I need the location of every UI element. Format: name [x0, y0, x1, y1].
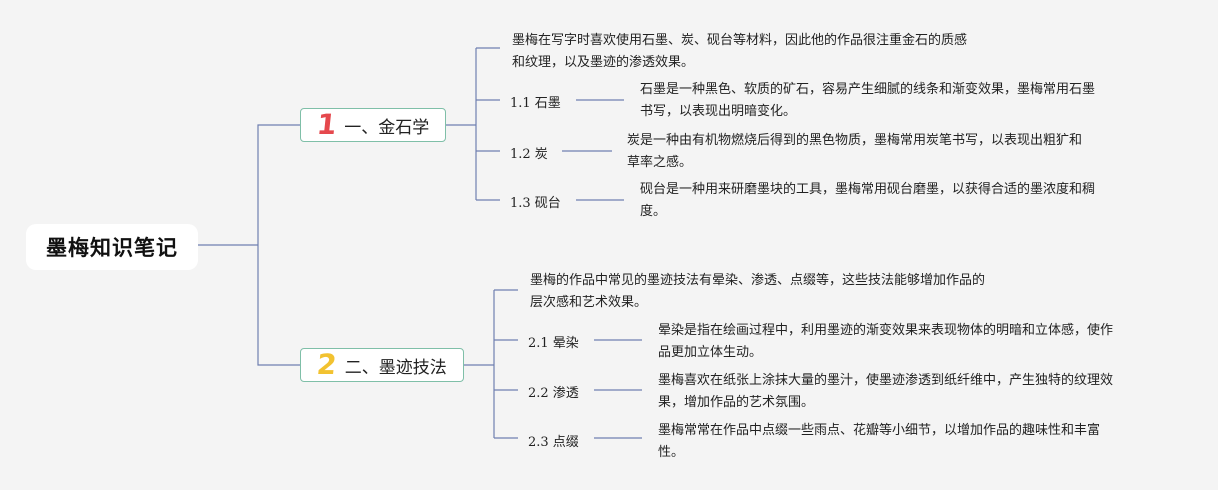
branch-1-item-1-desc-line-1: 石墨是一种黑色、软质的矿石，容易产生细腻的线条和渐变效果，墨梅常用石墨: [640, 82, 1096, 97]
branch-2-intro-line-1: 墨梅的作品中常见的墨迹技法有晕染、渗透、点缀等，这些技法能够增加作品的: [530, 273, 986, 288]
branch-1-item-2-desc-line-1: 炭是一种由有机物燃烧后得到的黑色物质，墨梅常用炭笔书写，以表现出粗犷和: [627, 133, 1083, 148]
branch-2-item-3-desc-line-1: 墨梅常常在作品中点缀一些雨点、花瓣等小细节，以增加作品的趣味性和丰富: [658, 423, 1101, 438]
branch-1-item-1-label[interactable]: 1.1 石墨: [510, 96, 561, 111]
branch-2-node[interactable]: 2 二、墨迹技法: [300, 348, 464, 382]
root-title: 墨梅知识笔记: [46, 236, 178, 260]
branch-1-item-2-desc: 炭是一种由有机物燃烧后得到的黑色物质，墨梅常用炭笔书写，以表现出粗犷和 草率之感…: [627, 130, 1147, 174]
branch-2-item-2-desc-line-1: 墨梅喜欢在纸张上涂抹大量的墨汁，使墨迹渗透到纸纤维中，产生独特的纹理效: [658, 373, 1114, 388]
branch-1-label: 一、金石学: [344, 117, 430, 138]
branch-2-item-2-label[interactable]: 2.2 渗透: [528, 386, 579, 401]
branch-2-number: 2: [315, 348, 339, 381]
branch-2-item-3-desc-line-2: 性。: [658, 445, 685, 460]
branch-2-item-1-desc: 晕染是指在绘画过程中，利用墨迹的渐变效果来表现物体的明暗和立体感，使作 品更加立…: [658, 320, 1178, 364]
branch-1-number: 1: [315, 108, 339, 141]
branch-2-item-1-label[interactable]: 2.1 晕染: [528, 336, 579, 351]
branch-2-intro-line-2: 层次感和艺术效果。: [530, 295, 648, 310]
branch-1-intro-line-2: 和纹理，以及墨迹的渗透效果。: [512, 55, 695, 70]
branch-1-item-3-desc-line-2: 度。: [640, 204, 667, 219]
branch-2-label: 二、墨迹技法: [344, 357, 447, 378]
branch-1-item-3-label[interactable]: 1.3 砚台: [510, 196, 561, 211]
branch-1-item-3-desc: 砚台是一种用来研磨墨块的工具，墨梅常用砚台磨墨，以获得合适的墨浓度和稠 度。: [640, 179, 1160, 223]
branch-2-item-3-label[interactable]: 2.3 点缀: [528, 435, 579, 450]
branch-1-intro-line-1: 墨梅在写字时喜欢使用石墨、炭、砚台等材料，因此他的作品很注重金石的质感: [512, 33, 968, 48]
branch-1-item-1-desc-line-2: 书写，以表现出明暗变化。: [640, 104, 797, 119]
branch-1-item-2-label[interactable]: 1.2 炭: [510, 147, 548, 162]
root-to-branch-1: [257, 124, 300, 245]
branch-2-item-2-desc: 墨梅喜欢在纸张上涂抹大量的墨汁，使墨迹渗透到纸纤维中，产生独特的纹理效 果，增加…: [658, 370, 1178, 414]
branch-2-intro: 墨梅的作品中常见的墨迹技法有晕染、渗透、点缀等，这些技法能够增加作品的 层次感和…: [530, 270, 1050, 314]
branch-2-item-3-desc: 墨梅常常在作品中点缀一些雨点、花瓣等小细节，以增加作品的趣味性和丰富 性。: [658, 420, 1178, 464]
branch-1-item-3-desc-line-1: 砚台是一种用来研磨墨块的工具，墨梅常用砚台磨墨，以获得合适的墨浓度和稠: [640, 182, 1096, 197]
branch-2-item-1-desc-line-2: 品更加立体生动。: [658, 345, 763, 360]
branch-1-item-2-desc-line-2: 草率之感。: [627, 155, 693, 170]
branch-1-intro: 墨梅在写字时喜欢使用石墨、炭、砚台等材料，因此他的作品很注重金石的质感 和纹理，…: [512, 30, 1032, 74]
root-to-branch-2: [257, 245, 300, 366]
branch-1-item-1-desc: 石墨是一种黑色、软质的矿石，容易产生细腻的线条和渐变效果，墨梅常用石墨 书写，以…: [640, 79, 1160, 123]
branch-2-item-2-desc-line-2: 果，增加作品的艺术氛围。: [658, 395, 815, 410]
root-node[interactable]: 墨梅知识笔记: [26, 224, 198, 270]
branch-1-node[interactable]: 1 一、金石学: [300, 108, 446, 142]
branch-2-item-1-desc-line-1: 晕染是指在绘画过程中，利用墨迹的渐变效果来表现物体的明暗和立体感，使作: [658, 323, 1114, 338]
